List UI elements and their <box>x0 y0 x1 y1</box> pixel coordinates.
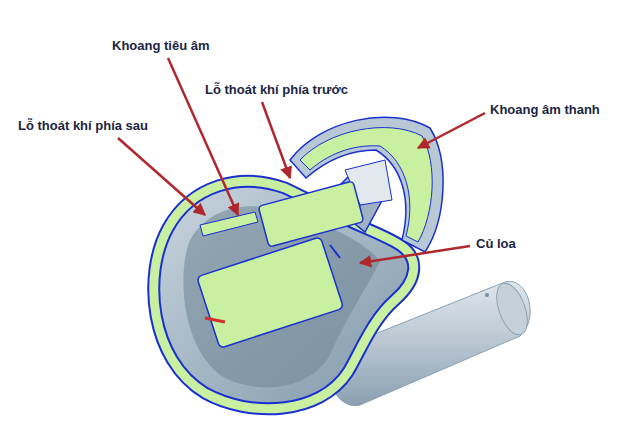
part-label: Khoang âm thanh <box>490 102 600 118</box>
part-label: Lỗ thoát khí phía trước <box>205 82 348 98</box>
part-label: Lỗ thoát khí phía sau <box>18 118 148 134</box>
leader-line <box>360 246 470 263</box>
leader-line <box>418 113 485 148</box>
internal-parts <box>197 181 364 348</box>
leader-arrows <box>118 58 485 263</box>
leader-line <box>262 102 290 178</box>
part-label: Khoang tiêu âm <box>112 38 210 54</box>
leader-line <box>118 138 205 215</box>
part-label: Củ loa <box>476 236 516 252</box>
